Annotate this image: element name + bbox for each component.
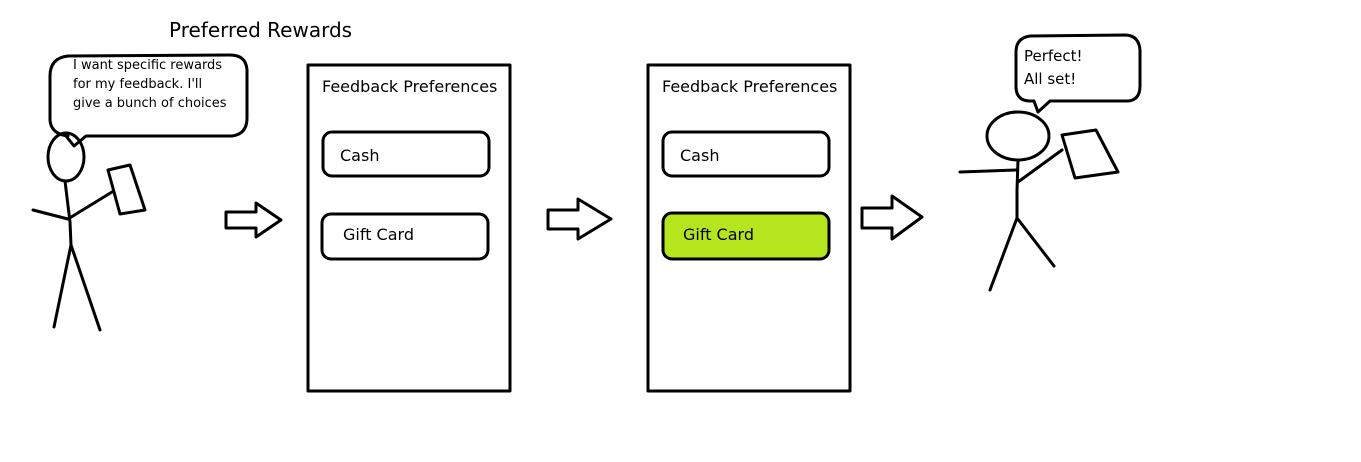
option-label-cash[interactable]: Cash [340,146,380,165]
option-label-gift-card[interactable]: Gift Card [343,225,414,244]
arrow-icon [860,194,924,241]
cash-option-box [321,130,491,178]
option-label-gift-card-selected[interactable]: Gift Card [683,225,754,244]
panel-title: Feedback Preferences [322,77,498,96]
arrow-icon [546,197,613,241]
right-speech-bubble [1014,33,1142,114]
arrow-icon [224,201,283,239]
gift-card-option-box [320,212,490,261]
right-stick-figure [958,110,1064,292]
cash-option-box [661,130,831,178]
left-stick-figure [31,131,114,332]
left-bubble-text: I want specific rewards for my feedback.… [73,58,227,111]
phone-frame [646,63,852,393]
right-paper-icon [1060,128,1120,180]
page-title: Preferred Rewards [169,18,353,42]
phone-frame [306,63,512,393]
gift-card-option-box-selected [661,211,831,261]
option-label-cash[interactable]: Cash [680,146,720,165]
right-bubble-text: Perfect! All set! [1024,47,1083,88]
panel-title: Feedback Preferences [662,77,838,96]
left-paper-icon [106,163,147,216]
